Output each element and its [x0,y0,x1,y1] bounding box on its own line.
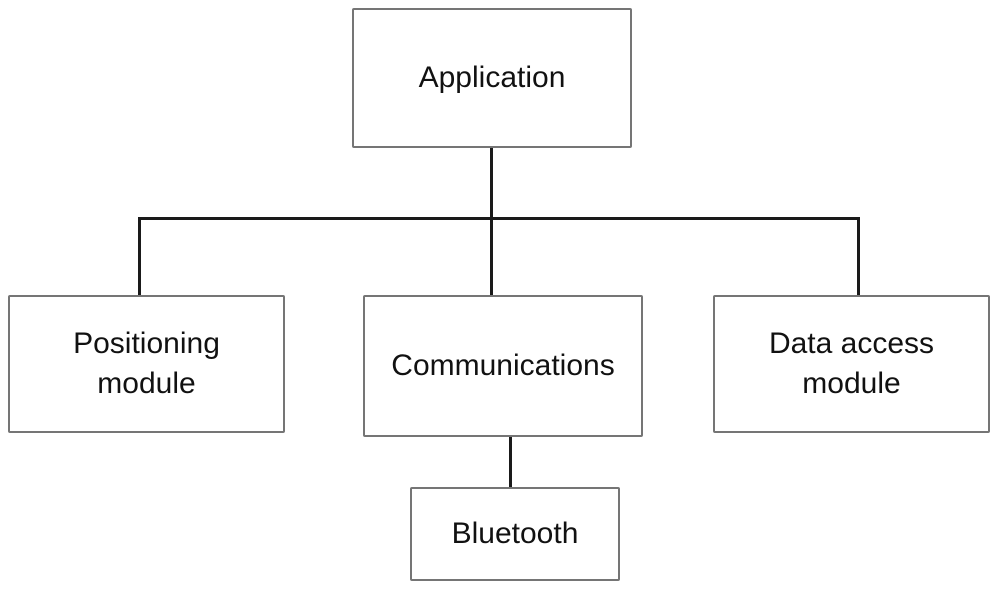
node-application: Application [352,8,632,148]
node-application-label: Application [418,61,566,95]
connector-communications-to-bluetooth [509,435,512,489]
node-data-access-module: Data access module [713,295,990,433]
node-communications-label: Communications [391,349,615,383]
node-bluetooth: Bluetooth [410,487,620,581]
node-positioning-module-label: Positioning module [73,327,220,400]
node-positioning-module: Positioning module [8,295,285,433]
connector-branch-to-data-access [857,217,860,297]
connector-application-to-branch [490,146,493,297]
connector-branch-horizontal [138,217,860,220]
node-bluetooth-label: Bluetooth [451,517,579,551]
connector-branch-to-positioning [138,217,141,297]
node-communications: Communications [363,295,643,437]
node-data-access-module-label: Data access module [768,327,935,400]
